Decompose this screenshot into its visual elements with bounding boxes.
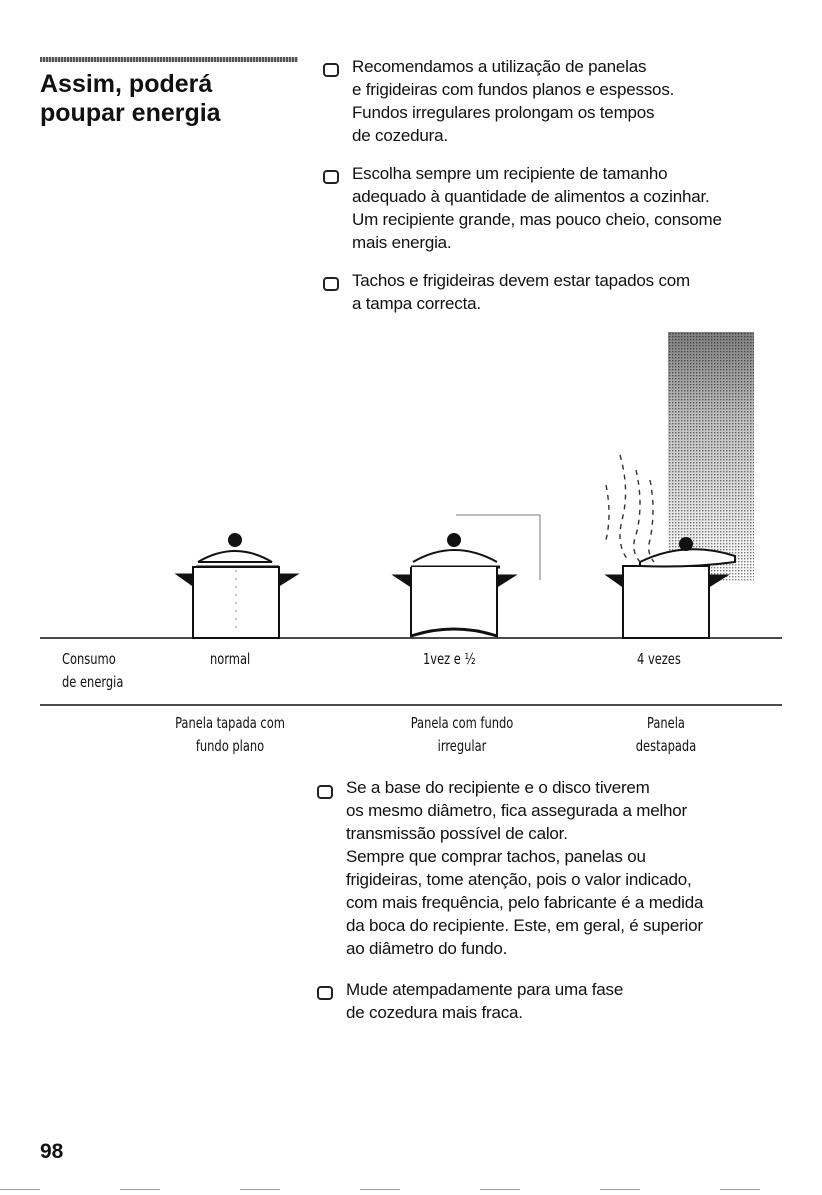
heading-line-2: poupar energia <box>40 99 221 127</box>
steam-wisps <box>605 454 655 563</box>
scan-edge-mark <box>0 1189 822 1190</box>
pot-irregular-bottom-icon <box>391 514 541 638</box>
bullet-1-line-4: de cozedura. <box>352 126 448 145</box>
bullet-checkbox-icon <box>323 170 339 184</box>
bullet-checkbox-icon <box>317 785 333 799</box>
caption-pot-3: Panela destapada <box>581 712 751 758</box>
bullet-checkbox-icon <box>317 986 333 1000</box>
bullet-4-line-6: com mais frequência, pelo fabricante é a… <box>346 893 704 912</box>
bullet-text-2: Escolha sempre um recipiente de tamanho … <box>352 162 722 254</box>
caption-1-line-1: Panela tapada com <box>175 714 285 732</box>
row-label-consumption: Consumo de energia <box>62 648 123 694</box>
caption-1-line-2: fundo plano <box>195 737 265 755</box>
consumption-value-one-and-half: 1vez e ½ <box>423 650 476 668</box>
bullet-1-line-3: Fundos irregulares prolongam os tempos <box>352 103 655 122</box>
bullet-4-line-7: da boca do recipiente. Este, em geral, é… <box>346 916 703 935</box>
bullet-5-line-2: de cozedura mais fraca. <box>346 1003 523 1022</box>
bullet-4-line-5: frigideiras, tome atenção, pois o valor … <box>346 870 692 889</box>
bullet-3-line-1: Tachos e frigideiras devem estar tapados… <box>352 271 690 290</box>
row-label-line-1: Consumo <box>62 650 116 668</box>
bullet-4-line-8: ao diâmetro do fundo. <box>346 939 508 958</box>
pots-illustration <box>40 332 782 706</box>
heading-line-1: Assim, poderá <box>40 70 213 98</box>
bullet-5-line-1: Mude atempadamente para uma fase <box>346 980 624 999</box>
consumption-value-four-times: 4 vezes <box>637 650 681 668</box>
pot-flat-bottom-icon <box>174 533 300 639</box>
bullet-4-line-4: Sempre que comprar tachos, panelas ou <box>346 847 646 866</box>
caption-2-line-1: Panela com fundo <box>410 714 514 732</box>
bullet-text-4: Se a base do recipiente e o disco tivere… <box>346 776 703 960</box>
caption-3-line-2: destapada <box>635 737 697 755</box>
caption-pot-1: Panela tapada com fundo plano <box>145 712 315 758</box>
bullet-checkbox-icon <box>323 277 339 291</box>
bullet-1-line-1: Recomendamos a utilização de panelas <box>352 57 647 76</box>
bullet-text-3: Tachos e frigideiras devem estar tapados… <box>352 269 690 315</box>
bullet-text-1: Recomendamos a utilização de panelas e f… <box>352 55 674 147</box>
page-number: 98 <box>40 1140 64 1163</box>
caption-3-line-1: Panela <box>647 714 685 732</box>
bullet-2-line-4: mais energia. <box>352 233 452 252</box>
pot-uncovered-icon <box>604 537 736 639</box>
bullet-4-line-2: os mesmo diâmetro, fica assegurada a mel… <box>346 801 688 820</box>
bullet-text-5: Mude atempadamente para uma fase de coze… <box>346 978 623 1024</box>
bullet-4-line-3: transmissão possível de calor. <box>346 824 568 843</box>
consumption-value-normal: normal <box>210 650 251 668</box>
heading-rule <box>40 57 298 62</box>
bullet-2-line-2: adequado à quantidade de alimentos a coz… <box>352 187 710 206</box>
bullet-4-line-1: Se a base do recipiente e o disco tivere… <box>346 778 650 797</box>
bullet-2-line-3: Um recipiente grande, mas pouco cheio, c… <box>352 210 722 229</box>
bullet-3-line-2: a tampa correcta. <box>352 294 481 313</box>
row-label-line-2: de energia <box>62 673 124 691</box>
bullet-1-line-2: e frigideiras com fundos planos e espess… <box>352 80 675 99</box>
steam-column <box>668 332 754 582</box>
caption-2-line-2: irregular <box>437 737 487 755</box>
caption-pot-2: Panela com fundo irregular <box>377 712 547 758</box>
bullet-2-line-1: Escolha sempre um recipiente de tamanho <box>352 164 668 183</box>
bullet-checkbox-icon <box>323 63 339 77</box>
section-heading: Assim, poderá poupar energia <box>40 70 280 128</box>
